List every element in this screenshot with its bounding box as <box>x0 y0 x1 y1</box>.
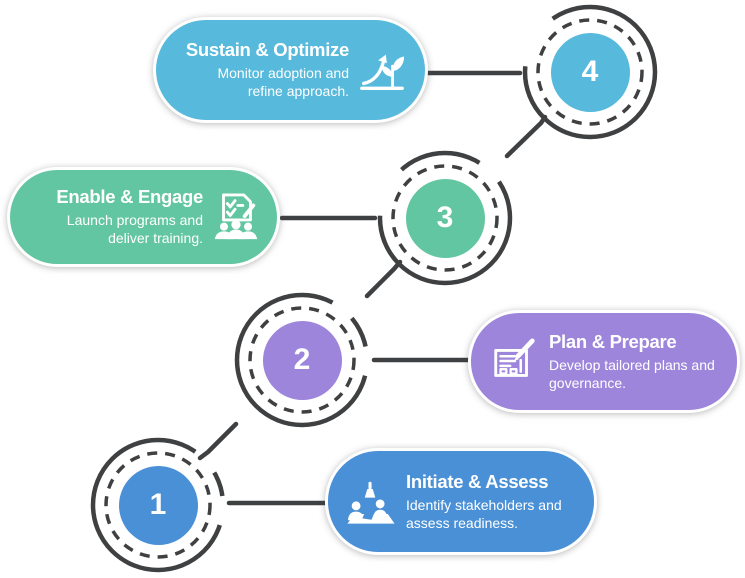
step-node-1: 1 <box>118 465 198 545</box>
step-node-4: 4 <box>550 32 630 112</box>
ring-step-4 <box>522 4 658 140</box>
step-card-enable-engage: Enable & Engage Launch programs and deli… <box>7 167 280 267</box>
road-node3-to-node2 <box>364 259 403 299</box>
road-node4-to-node3 <box>504 114 548 159</box>
step-description: Develop tailored plans and governance. <box>549 356 715 391</box>
step-description: Monitor adoption and refine approach. <box>217 65 349 99</box>
dashed-ring-step-2 <box>248 306 356 414</box>
dashed-ring-step-1 <box>104 451 212 559</box>
ring-gaps <box>191 14 557 527</box>
step-card-initiate-assess: Initiate & Assess Identify stakeholders … <box>325 448 597 555</box>
step-number: 1 <box>149 488 167 521</box>
step-title: Sustain & Optimize <box>185 39 349 61</box>
dashed-ring-step-4 <box>536 18 644 126</box>
step-card-sustain-optimize: Sustain & Optimize Monitor adoption and … <box>153 17 428 123</box>
step-title: Initiate & Assess <box>406 470 549 492</box>
people-desk-icon <box>344 477 398 527</box>
step-description: Identify stakeholders and assess readine… <box>406 496 562 531</box>
step-title: Plan & Prepare <box>549 330 677 352</box>
step-number: 4 <box>581 55 599 88</box>
step-number: 2 <box>293 343 311 376</box>
dashed-ring-step-3 <box>391 164 499 272</box>
road-node2-to-node1 <box>197 421 239 461</box>
step-card-plan-prepare: Plan & Prepare Develop tailored plans an… <box>468 310 740 413</box>
step-node-3: 3 <box>405 178 485 258</box>
checklist-people-icon <box>209 192 263 242</box>
step-number: 3 <box>436 201 454 234</box>
step-description: Launch programs and deliver training. <box>66 212 203 246</box>
ring-step-3 <box>377 150 513 286</box>
plan-document-icon <box>487 337 541 387</box>
growth-plant-icon <box>355 45 409 95</box>
step-node-2: 2 <box>262 320 342 400</box>
step-title: Enable & Engage <box>56 186 203 208</box>
